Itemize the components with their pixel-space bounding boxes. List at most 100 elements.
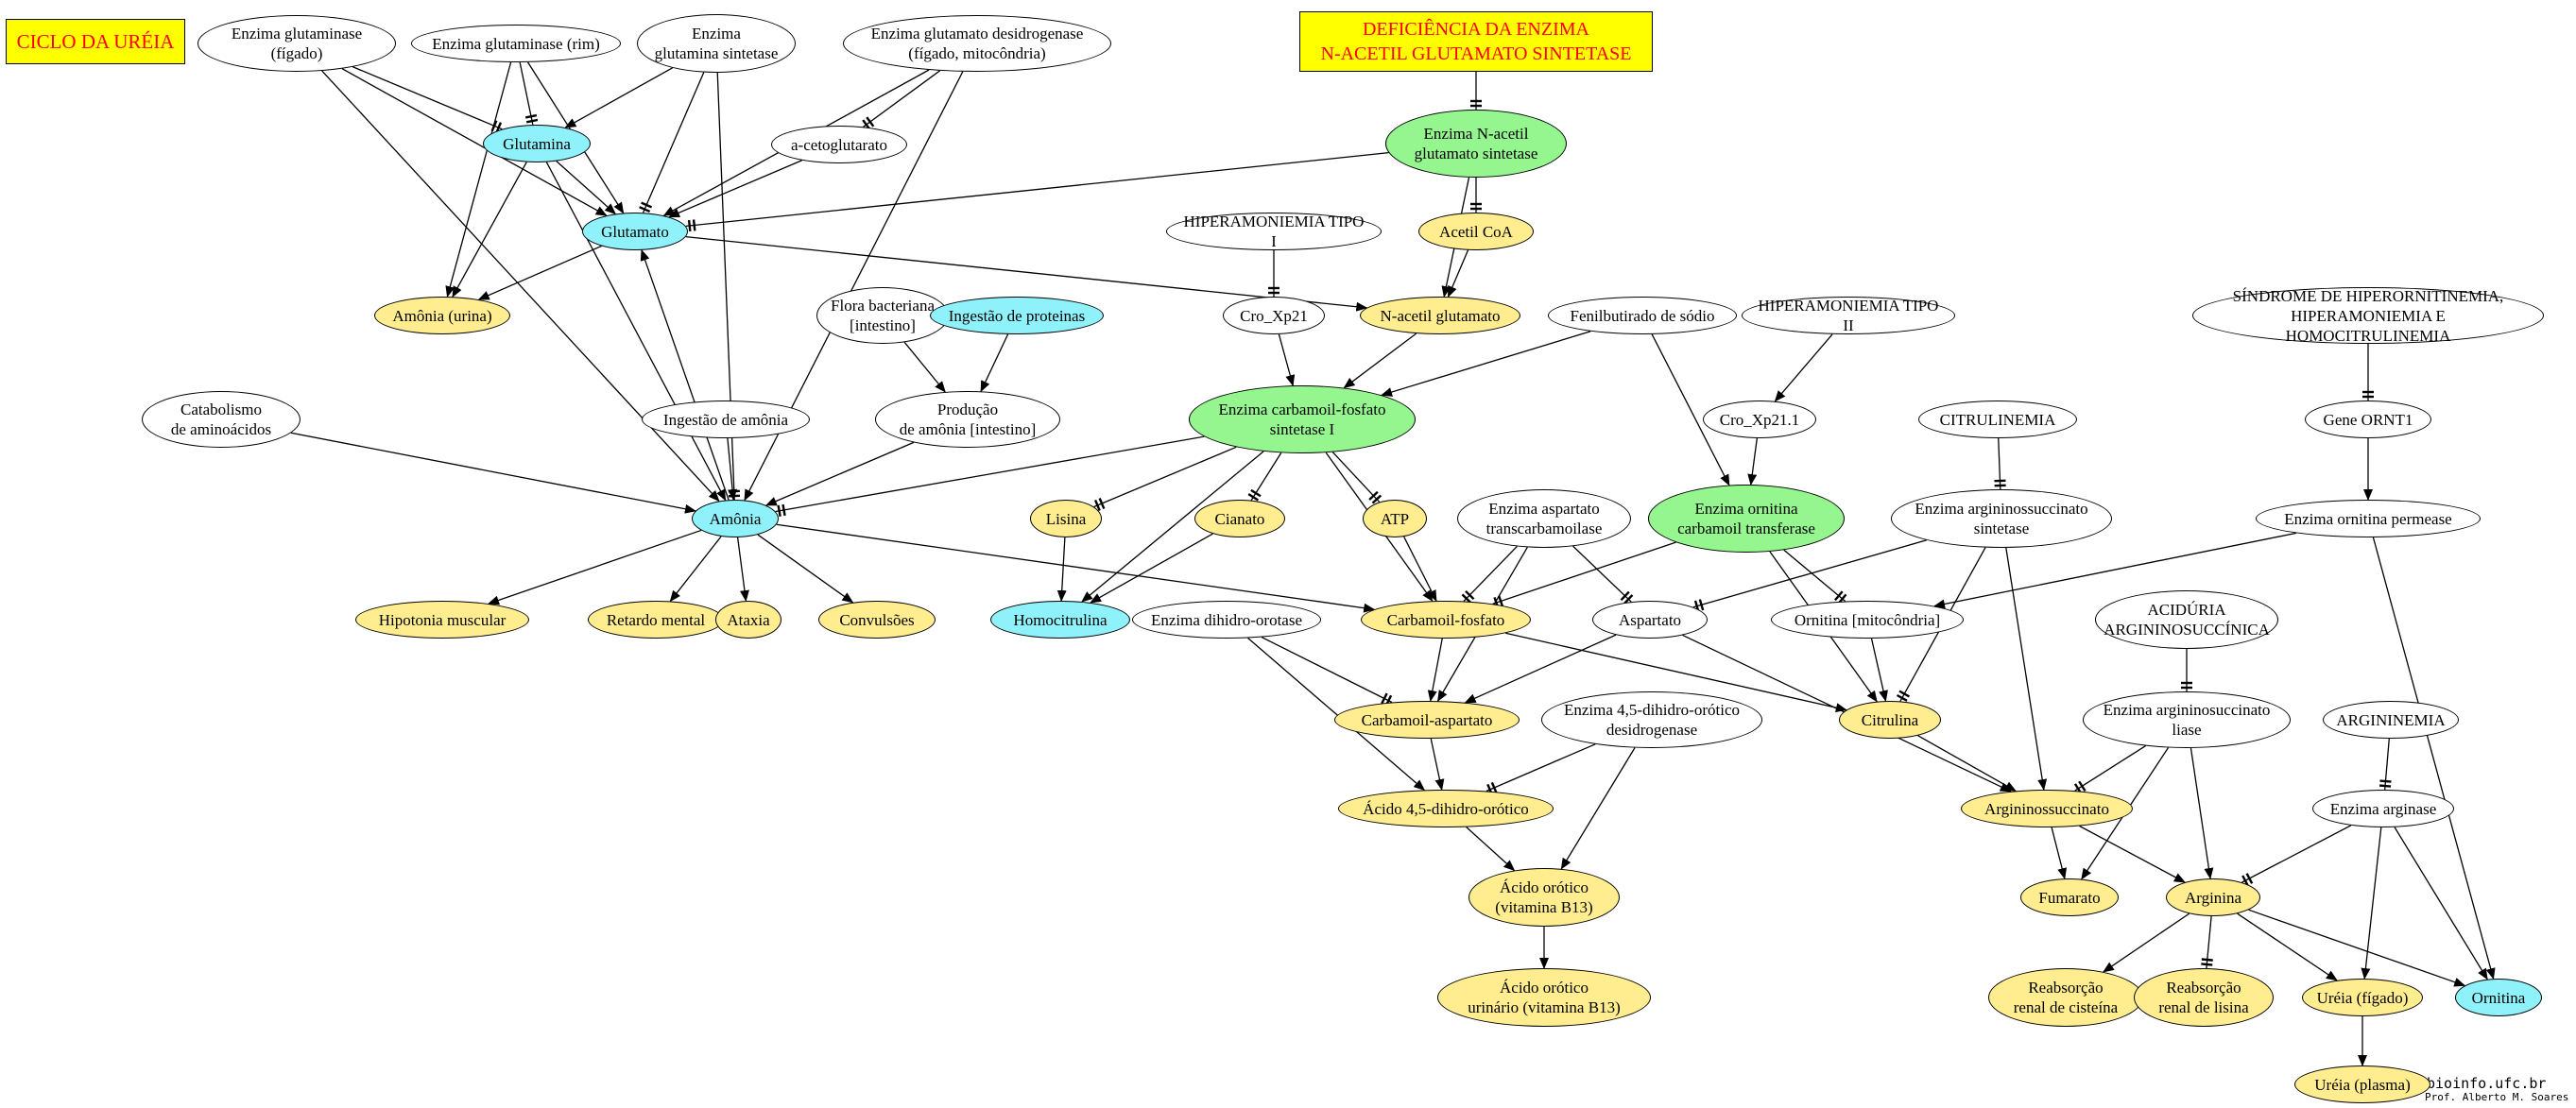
edge-flora-to-producao-amonia <box>903 341 946 393</box>
edge-fenilbutirado-to-e-ornitina-carbamoil <box>1651 333 1730 486</box>
edge-amonia-to-convulsoes <box>757 534 854 604</box>
inhibition-tick <box>1465 589 1475 601</box>
edge-e-ornitina-carbamoil-to-carbamoil-fosfato <box>1492 541 1676 605</box>
edge-e-argininosuccinato-liase-to-arginina <box>2190 747 2214 880</box>
edge-e-dihidro-orotico-desidrogenase-to-acido-orotico <box>1560 747 1636 870</box>
edge-carbamoil-fosfato-to-citrulina <box>1505 632 1847 713</box>
edge-ingestao-proteinas-to-producao-amonia <box>980 333 1009 393</box>
node-catabolismo: Catabolismo de aminoácidos <box>142 391 301 448</box>
node-ornitina-mito: Ornitina [mitocôndria] <box>1771 601 1964 639</box>
edge-n-acetil-glutamato-to-e-carbamoil-fosfato <box>1343 332 1417 389</box>
inhibition-tick <box>1834 590 1844 602</box>
node-e-argininosuccinato-liase: Enzima argininosuccinato liase <box>2083 691 2291 748</box>
edge-amonia-to-hipotonia <box>488 529 702 605</box>
node-e-glutamina-sintetase: Enzima glutamina sintetase <box>637 14 796 73</box>
edge-amonia-to-carbamoil-fosfato <box>776 523 1376 613</box>
edge-e-carbamoil-fosfato-to-lisina <box>1093 446 1237 508</box>
node-aspartato: Aspartato <box>1592 601 1708 639</box>
deficiency-title-text: DEFICIÊNCIA DA ENZIMA N-ACETIL GLUTAMATO… <box>1320 19 1632 64</box>
inhibition-tick <box>2201 958 2213 962</box>
node-flora: Flora bacteriana [intestino] <box>816 287 949 344</box>
inhibition-tick <box>2078 780 2087 792</box>
edge-argininossuccinato-to-arginina <box>2079 825 2186 883</box>
node-producao-amonia: Produção de amônia [intestino] <box>875 391 1060 448</box>
node-cianato: Cianato <box>1194 500 1285 537</box>
edge-argininossuccinato-to-fumarato <box>2051 827 2068 880</box>
inhibition-tick <box>641 201 653 209</box>
edge-e-argininosuccinato-sintetase-to-argininossuccinato <box>2005 547 2048 791</box>
inhibition-tick <box>1368 490 1379 501</box>
node-reabsorcao-cisteina: Reabsorção renal de cisteína <box>1988 968 2143 1027</box>
edge-e-carbamoil-fosfato-to-homocitrulina <box>1081 451 1264 603</box>
inhibition-tick <box>866 116 875 128</box>
edge-cro-xp21-to-e-carbamoil-fosfato <box>1278 333 1296 387</box>
node-ornitina: Ornitina <box>2455 979 2542 1016</box>
edge-e-glutaminase-rim-to-amonia-urina <box>445 61 512 298</box>
node-hiperamoniemia-2: HIPERAMONIEMIA TIPO II <box>1742 297 1955 334</box>
inhibition-tick <box>687 219 692 232</box>
node-convulsoes: Convulsões <box>818 601 936 639</box>
node-hiperamoniemia-1: HIPERAMONIEMIA TIPO I <box>1166 213 1382 250</box>
inhibition-tick <box>1381 692 1388 705</box>
node-argininossuccinato: Argininossuccinato <box>1961 790 2133 827</box>
node-e-arginase: Enzima arginase <box>2312 790 2454 827</box>
inhibition-tick <box>1250 488 1262 498</box>
edge-e-carbamoil-fosfato-to-amonia <box>775 435 1205 513</box>
edge-citrulina-to-argininossuccinato <box>1917 735 2017 792</box>
inhibition-tick <box>524 113 538 119</box>
inhibition-tick <box>1620 590 1630 602</box>
inhibition-tick <box>2245 873 2254 884</box>
node-amonia-urina: Amônia (urina) <box>374 297 510 334</box>
edge-e-carbamoil-fosfato-to-atp <box>1331 452 1381 503</box>
edge-fenilbutirado-to-e-carbamoil-fosfato <box>1381 331 1591 397</box>
edge-e-ornitina-permease-to-ornitina <box>2372 537 2496 980</box>
edge-e-dihidro-orotase-to-acido-dihidro-orotico <box>1247 637 1426 792</box>
edge-carbamoil-aspartato-to-acido-dihidro-orotico <box>1430 738 1445 791</box>
edge-acetil-coa-to-n-acetil-glutamato <box>1447 249 1469 298</box>
edge-ornitina-mito-to-citrulina <box>1870 638 1888 703</box>
inhibition-tick <box>1698 599 1705 611</box>
edge-e-argininosuccinato-liase-to-argininossuccinato <box>2074 745 2146 792</box>
node-n-acetil-glutamato: N-acetil glutamato <box>1360 297 1520 334</box>
node-cro-xp21-1: Cro_Xp21.1 <box>1703 401 1816 438</box>
node-acetil-coa: Acetil CoA <box>1418 213 1534 250</box>
edge-glutamina-to-amonia-urina <box>452 162 527 298</box>
node-glutamato: Glutamato <box>582 213 688 250</box>
node-ingestao-proteinas: Ingestão de proteinas <box>930 297 1104 334</box>
inhibition-tick <box>1896 693 1908 702</box>
node-e-carbamoil-fosfato: Enzima carbamoil-fosfato sintetase I <box>1189 385 1416 453</box>
edge-e-glutaminase-figado-to-amonia <box>321 70 720 503</box>
node-amonia: Amônia <box>692 500 779 537</box>
node-atp: ATP <box>1363 500 1427 537</box>
edge-arginina-to-reabsorcao-cisteina <box>2103 912 2190 973</box>
node-citrulina: Citrulina <box>1839 701 1941 739</box>
edge-e-glutaminase-figado-to-glutamina <box>352 66 503 130</box>
node-e-glutaminase-rim: Enzima glutaminase (rim) <box>411 25 621 62</box>
edge-aspartato-to-carbamoil-aspartato <box>1464 634 1617 704</box>
node-sindrome: SÍNDROME DE HIPERORNITINEMIA, HIPERAMONI… <box>2192 287 2544 345</box>
node-acido-dihidro-orotico: Ácido 4,5-dihidro-orótico <box>1338 790 1554 827</box>
credit-author: Prof. Alberto M. Soares <box>2425 1091 2569 1103</box>
diagram-title: CICLO DA URÉIA <box>6 19 185 64</box>
node-e-dihidro-orotase: Enzima dihidro-orotase <box>1132 601 1321 639</box>
edge-e-n-acetil-to-glutamato <box>685 152 1389 228</box>
edge-lisina-to-homocitrulina <box>1056 537 1067 603</box>
node-e-glutaminase-figado: Enzima glutaminase (fígado) <box>197 15 396 72</box>
edge-e-glutamina-sintetase-to-glutamina <box>564 67 673 128</box>
edge-arginina-to-ornitina <box>2248 909 2466 987</box>
node-e-glutamato-desidrogenase: Enzima glutamato desidrogenase (fígado, … <box>843 15 1111 72</box>
node-reabsorcao-lisina: Reabsorção renal de lisina <box>2134 968 2274 1027</box>
node-e-n-acetil: Enzima N-acetil glutamato sintetase <box>1385 110 1567 178</box>
deficiency-title: DEFICIÊNCIA DA ENZIMA N-ACETIL GLUTAMATO… <box>1299 11 1653 72</box>
edge-carbamoil-fosfato-to-carbamoil-aspartato <box>1427 638 1443 702</box>
edge-amonia-to-glutamato <box>640 248 730 501</box>
node-acido-orotico: Ácido orótico (vitamina B13) <box>1468 868 1620 927</box>
edge-e-dihidro-orotase-to-carbamoil-aspartato <box>1261 636 1393 704</box>
inhibition-tick <box>1898 690 1911 698</box>
inhibition-tick <box>1098 498 1106 510</box>
edge-e-aspartato-transcarbamoilase-to-carbamoil-fosfato <box>1463 546 1518 602</box>
edge-glutamato-to-n-acetil-glutamato <box>685 235 1368 312</box>
inhibition-tick <box>1247 493 1260 502</box>
node-acido-orotico-urinario: Ácido orótico urinário (vitamina B13) <box>1437 968 1651 1027</box>
edge-producao-amonia-to-amonia <box>764 441 915 506</box>
